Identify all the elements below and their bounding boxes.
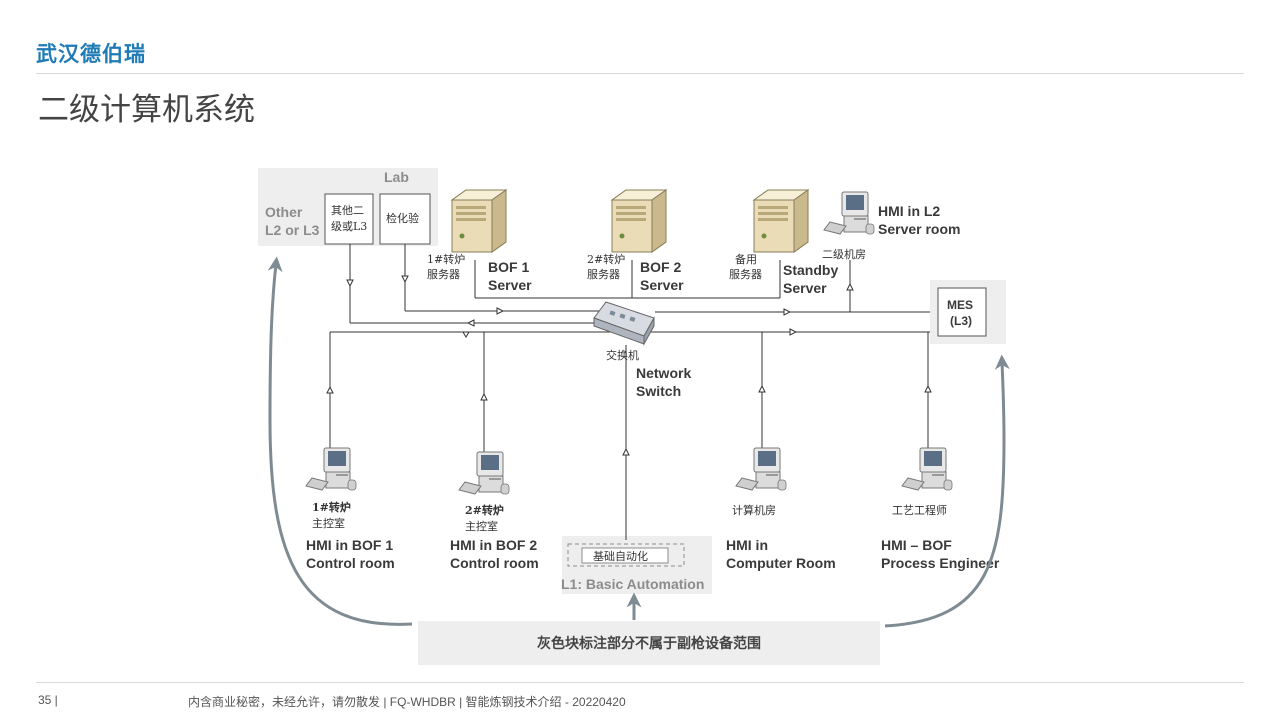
other-box-line1: 其他二 (331, 204, 364, 217)
pc4-cn: 工艺工程师 (892, 504, 947, 517)
right-curved-arrow (884, 354, 1010, 628)
network-switch-icon (593, 301, 655, 346)
process-engineer-pc-icon (901, 447, 953, 491)
scope-note: 灰色块标注部分不属于副枪设备范围 (537, 635, 761, 652)
mes-line2: (L3) (950, 314, 972, 328)
server1-cn-line2: 服务器 (427, 268, 460, 281)
header-divider (36, 73, 1244, 74)
pc1-en-line1: HMI in BOF 1 (306, 537, 393, 553)
server2-en-line1: BOF 2 (640, 259, 681, 275)
standby-server-icon (753, 189, 809, 253)
server3-en-line2: Server (783, 280, 827, 296)
network-lines (329, 244, 930, 540)
brand-logo-text: 武汉德伯瑞 (36, 43, 146, 66)
pc2-cn-line2: 主控室 (465, 519, 498, 533)
server1-en-line2: Server (488, 277, 532, 293)
mes-box (937, 287, 987, 337)
hmi-l2-line2: Server room (878, 221, 960, 237)
server3-cn-line2: 服务器 (729, 268, 762, 281)
server2-en-line2: Server (640, 277, 684, 293)
lab-box-label: 检化验 (386, 211, 419, 225)
pc2-cn-line1: 2#转炉 (465, 503, 504, 517)
bof2-control-pc-icon (458, 451, 510, 495)
direction-arrows (326, 275, 932, 456)
switch-en-line1: Network (636, 365, 691, 381)
bof1-server-icon (451, 189, 507, 253)
pc2-en-line1: HMI in BOF 2 (450, 537, 537, 553)
other-label-line2: L2 or L3 (265, 222, 320, 238)
server1-en-line1: BOF 1 (488, 259, 529, 275)
page-title: 二级计算机系统 (38, 92, 255, 128)
pc4-en-line2: Process Engineer (881, 555, 1000, 571)
pc2-en-line2: Control room (450, 555, 539, 571)
bof1-control-pc-icon (305, 447, 357, 491)
pc1-cn-line1: 1#转炉 (312, 500, 351, 514)
pc4-en-line1: HMI – BOF (881, 537, 952, 553)
server3-cn-line1: 备用 (735, 252, 757, 266)
server2-cn-line2: 服务器 (587, 268, 620, 281)
pc3-cn: 计算机房 (732, 503, 776, 517)
footer-divider (36, 682, 1244, 683)
l1-gray-block (562, 536, 712, 594)
l1-dashed-box (567, 543, 685, 567)
bof2-server-icon (611, 189, 667, 253)
footer-text: 内含商业秘密，未经允许，请勿散发 | FQ-WHDBR | 智能炼钢技术介绍 -… (188, 695, 626, 709)
page-number: 35 | (38, 693, 58, 707)
mes-line1: MES (947, 298, 973, 312)
server1-cn-line1: 1#转炉 (427, 252, 465, 266)
note-gray-block (418, 621, 880, 665)
server3-en-line1: Standby (783, 262, 838, 278)
pc1-en-line2: Control room (306, 555, 395, 571)
lab-box (379, 193, 431, 245)
server2-cn-line1: 2#转炉 (587, 252, 625, 266)
hmi-l2-line1: HMI in L2 (878, 203, 940, 219)
l1-box-label: 基础自动化 (593, 549, 648, 563)
computer-room-pc-icon (735, 447, 787, 491)
switch-en-line2: Switch (636, 383, 681, 399)
l1-label: L1: Basic Automation (561, 576, 704, 592)
pc1-cn-line2: 主控室 (312, 516, 345, 530)
lab-label: Lab (384, 169, 409, 185)
other-label-line1: Other (265, 204, 303, 220)
other-box-line2: 级或L3 (331, 220, 367, 233)
switch-cn: 交换机 (606, 348, 639, 362)
hmi-l2-pc-icon (823, 191, 875, 235)
l1-inner-box (581, 547, 669, 564)
hmi-l2-cn: 二级机房 (822, 247, 866, 261)
other-l2-l3-box (324, 193, 374, 245)
pc3-en-line1: HMI in (726, 537, 768, 553)
left-curved-arrow (267, 256, 413, 626)
pc3-en-line2: Computer Room (726, 555, 836, 571)
